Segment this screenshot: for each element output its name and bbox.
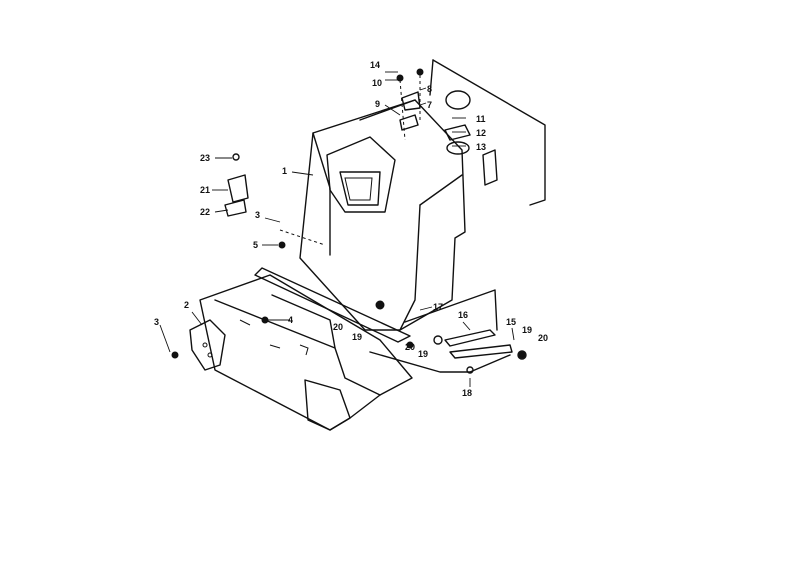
callout-1: 1 — [282, 166, 287, 176]
callout-19-right: 19 — [522, 325, 532, 335]
callout-8: 8 — [427, 84, 432, 94]
floor-pan — [199, 267, 413, 431]
callout-20-center: 20 — [333, 322, 343, 332]
rod-assembly — [369, 289, 527, 373]
callout-15: 15 — [506, 317, 516, 327]
callout-11: 11 — [476, 114, 486, 124]
tank-body — [299, 99, 466, 331]
callout-20-mid: 20 — [405, 342, 415, 352]
callout-3-upper: 3 — [255, 210, 260, 220]
callout-23: 23 — [200, 153, 210, 163]
callout-18: 18 — [462, 388, 472, 398]
callout-19-center: 19 — [352, 332, 362, 342]
callout-12: 12 — [476, 128, 486, 138]
callout-labels: 1 2 3 3 4 5 7 8 9 10 11 12 13 14 15 16 1… — [154, 60, 548, 398]
callout-20-right: 20 — [538, 333, 548, 343]
callout-2: 2 — [184, 300, 189, 310]
callout-7: 7 — [427, 100, 432, 110]
callout-17: 17 — [433, 302, 443, 312]
callout-9: 9 — [375, 99, 380, 109]
small-parts — [171, 68, 526, 374]
callout-13: 13 — [476, 142, 486, 152]
callout-leaders — [159, 71, 515, 387]
callout-21: 21 — [200, 185, 210, 195]
callout-16: 16 — [458, 310, 468, 320]
callout-22: 22 — [200, 207, 210, 217]
callout-5: 5 — [253, 240, 258, 250]
rear-frame — [429, 59, 546, 206]
callout-19-mid: 19 — [418, 349, 428, 359]
bracket-left — [189, 319, 226, 371]
callout-4: 4 — [288, 315, 293, 325]
callout-3-left: 3 — [154, 317, 159, 327]
callout-14: 14 — [370, 60, 380, 70]
callout-10: 10 — [372, 78, 382, 88]
